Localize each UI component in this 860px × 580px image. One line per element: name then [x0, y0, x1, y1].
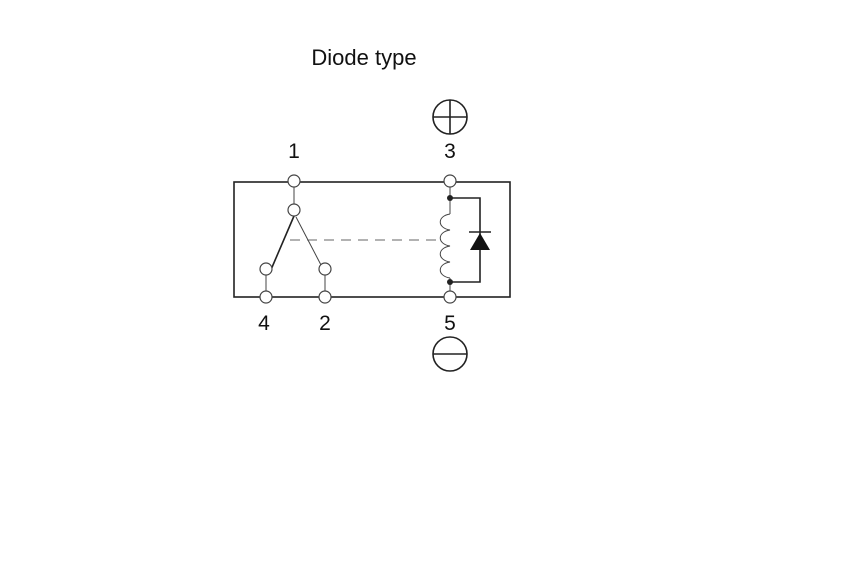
diagram-title: Diode type [311, 45, 416, 70]
terminal-2 [318, 290, 332, 304]
switch-arm [269, 215, 295, 273]
terminal-1-label: 1 [288, 140, 300, 163]
terminal-1 [287, 174, 301, 188]
no-contact [318, 262, 332, 276]
nc-contact [259, 262, 273, 276]
terminal-4-label: 4 [258, 312, 270, 335]
coil [439, 187, 453, 291]
common-contact [287, 203, 301, 217]
terminal-5-label: 5 [444, 312, 456, 335]
positive-icon [432, 99, 468, 135]
terminal-3-label: 3 [444, 140, 456, 163]
terminal-4 [259, 290, 273, 304]
terminal-5 [443, 290, 457, 304]
diode-icon [450, 197, 491, 283]
switch-contacts [259, 187, 332, 291]
negative-icon [432, 336, 468, 372]
terminal-3 [443, 174, 457, 188]
terminal-2-label: 2 [319, 312, 331, 335]
relay-housing [233, 181, 511, 298]
